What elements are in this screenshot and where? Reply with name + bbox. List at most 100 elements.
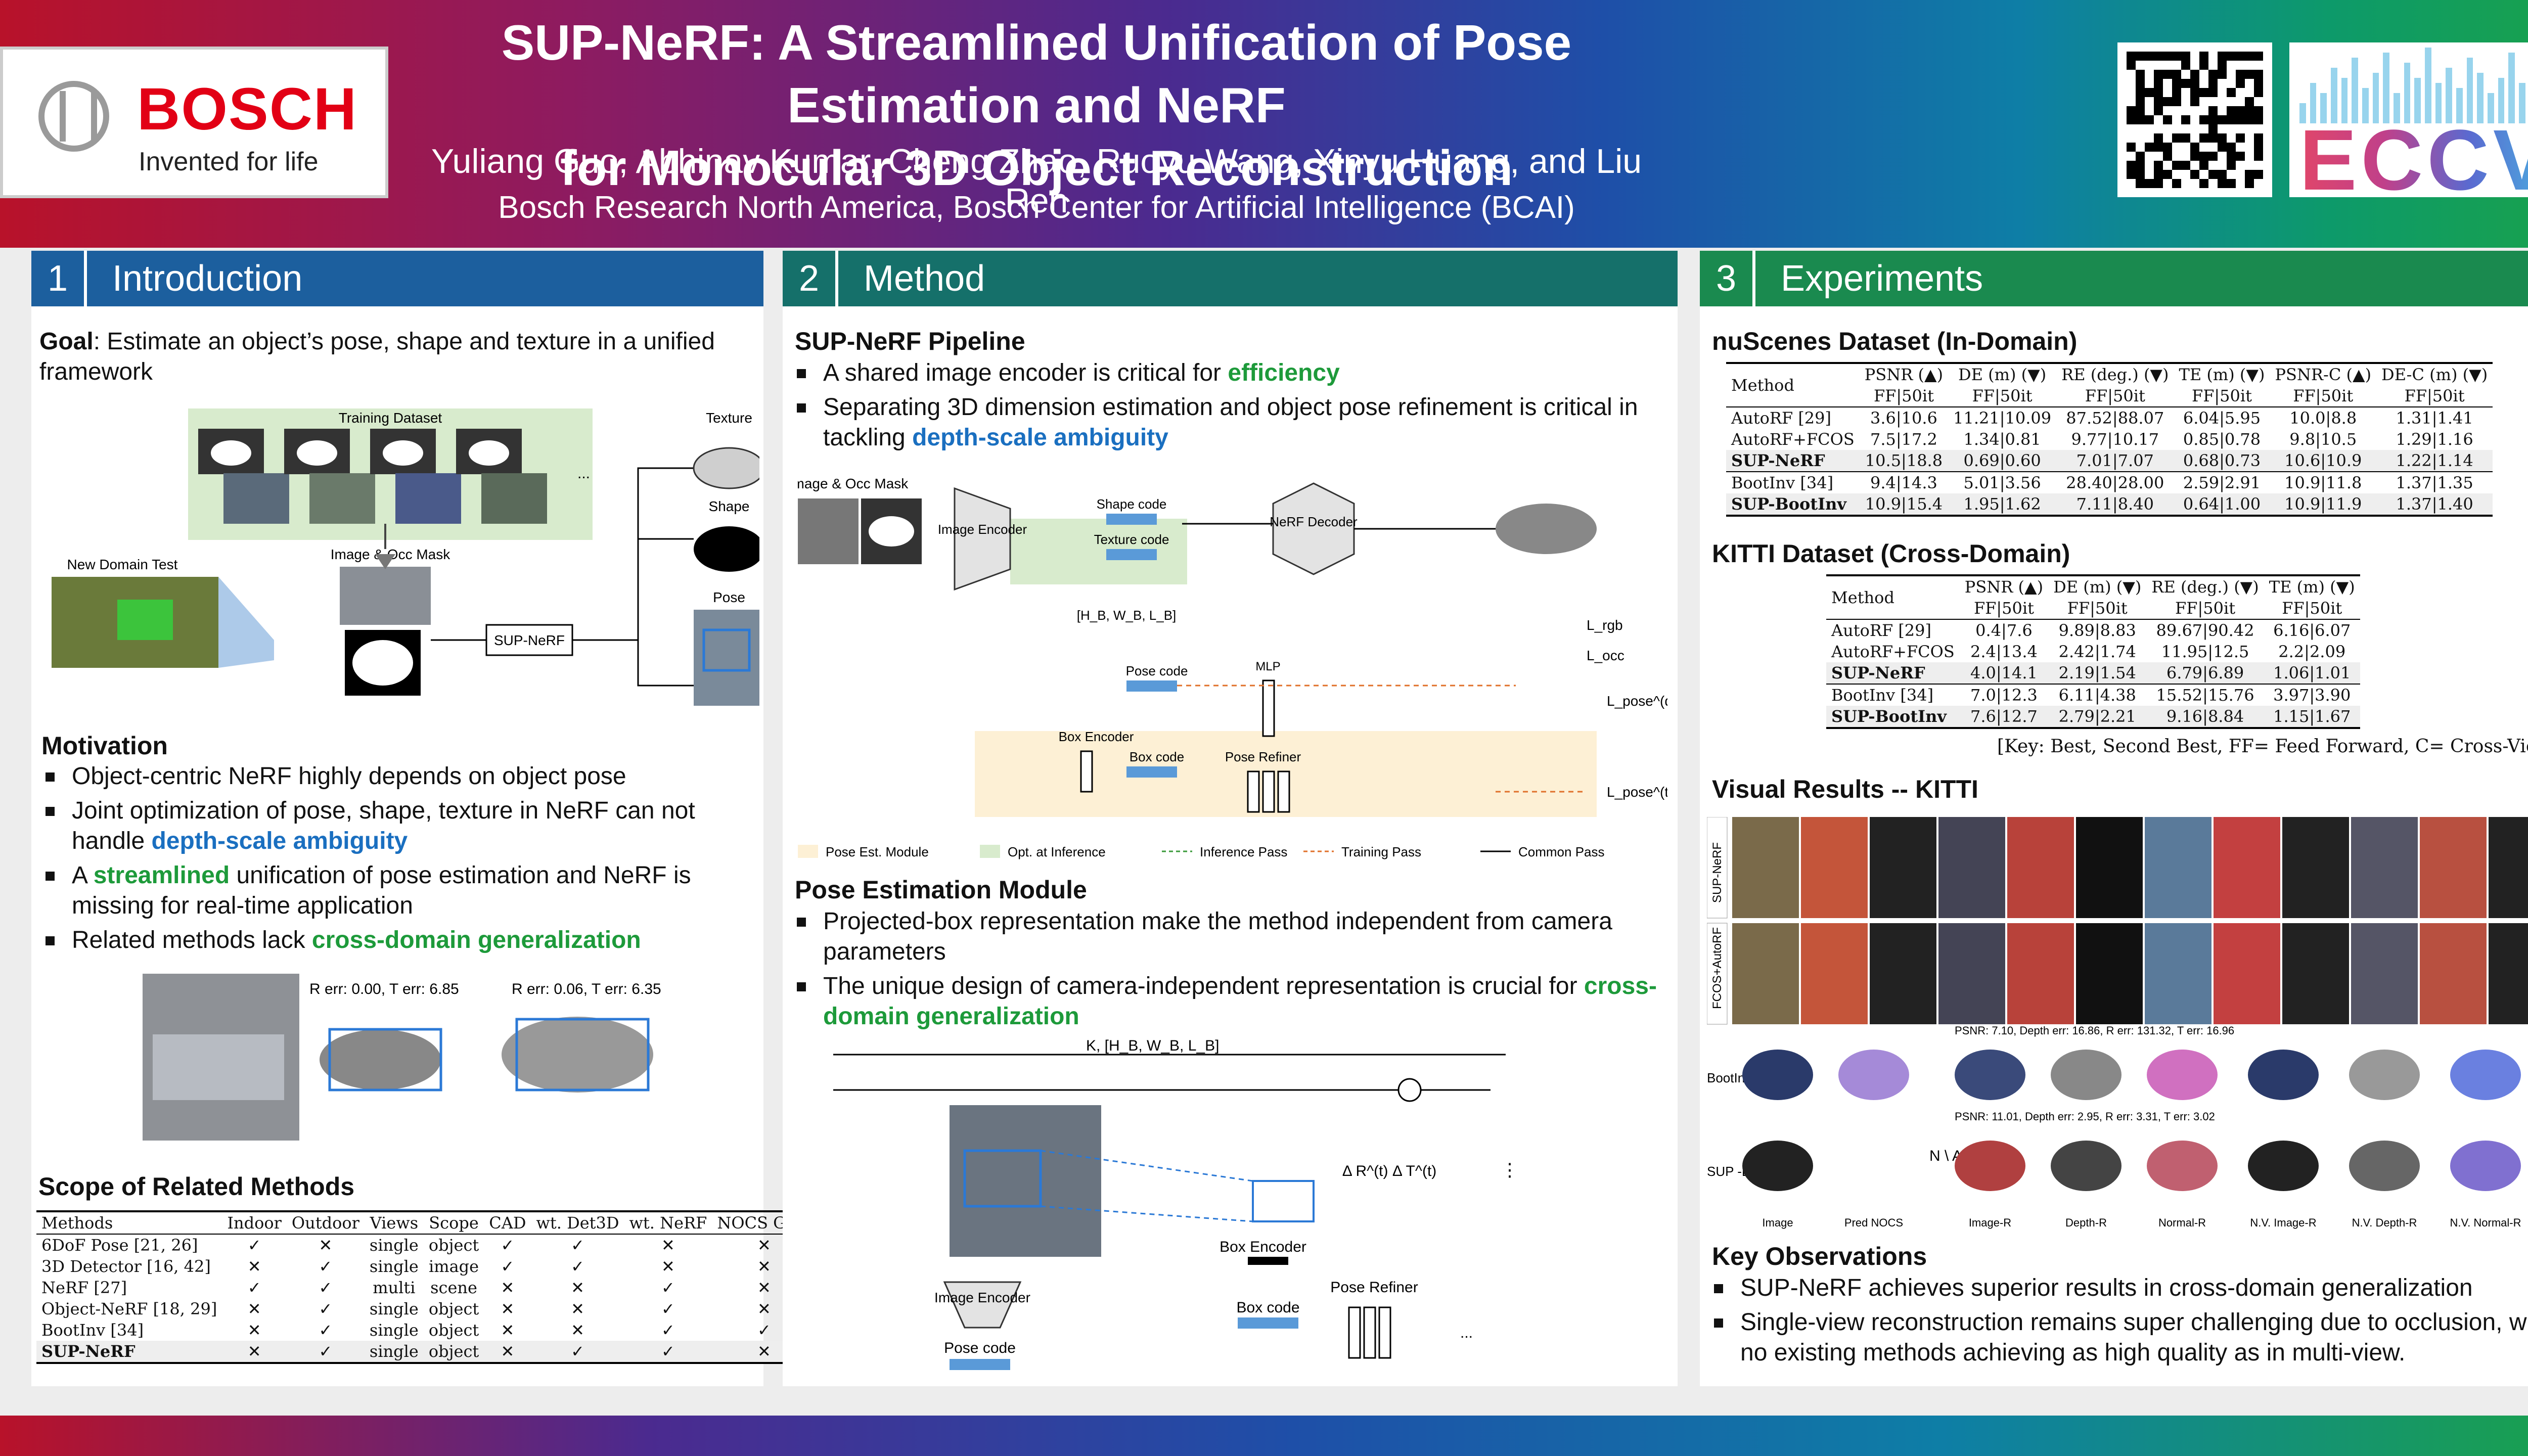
result-object bbox=[1955, 1141, 2025, 1191]
bullet-item: The unique design of camera-independent … bbox=[793, 971, 1673, 1032]
bullet-item: Separating 3D dimension estimation and o… bbox=[793, 392, 1673, 453]
scope-cell: ✕ bbox=[571, 1321, 584, 1340]
result-thumbnail bbox=[1870, 817, 1936, 918]
t-model-label: SUP-NeRF bbox=[494, 632, 565, 648]
scope-cell: object bbox=[428, 1299, 479, 1318]
subheader-cell: FF|50it bbox=[2056, 385, 2174, 407]
f1-imgocc-label: Image & Occ Mask bbox=[798, 476, 909, 491]
scope-header-cell: Indoor bbox=[222, 1210, 287, 1235]
header-cell: PSNR (▲) bbox=[1859, 362, 1949, 385]
brand-name: BOSCH bbox=[137, 76, 358, 143]
key-observations-heading: Key Observations bbox=[1712, 1242, 1927, 1270]
nuscenes-heading: nuScenes Dataset (In-Domain) bbox=[1712, 327, 2078, 355]
row-label: SUP-NeRF bbox=[1710, 842, 1724, 903]
header-cell: TE (m) (▼) bbox=[2264, 574, 2360, 598]
pipeline-list: A shared image encoder is critical for e… bbox=[793, 358, 1673, 457]
scope-cell: ✓ bbox=[757, 1321, 771, 1340]
subheader-cell: FF|50it bbox=[2174, 385, 2270, 407]
table-cell: 89.67|90.42 bbox=[2156, 621, 2254, 640]
result-thumbnail bbox=[2145, 923, 2211, 1024]
legend-label: Opt. at Inference bbox=[1008, 844, 1106, 859]
qr-code[interactable] bbox=[2117, 42, 2272, 197]
result-object bbox=[2450, 1050, 2521, 1100]
scope-cell: ✓ bbox=[661, 1299, 675, 1318]
table-cell: 2.2|2.09 bbox=[2278, 642, 2346, 661]
bullet-item: SUP-NeRF achieves superior results in cr… bbox=[1710, 1273, 2528, 1303]
t-texture-label: Texture bbox=[706, 410, 752, 426]
result-thumbnail bbox=[2420, 817, 2487, 918]
scope-cell: object bbox=[423, 1341, 484, 1364]
scope-cell: ✕ bbox=[247, 1299, 261, 1318]
table-cell: 28.40|28.00 bbox=[2056, 471, 2174, 493]
table-cell: 2.19|1.54 bbox=[2058, 663, 2136, 682]
table-cell: 10.9|11.9 bbox=[2270, 493, 2377, 517]
table-cell: SUP-NeRF bbox=[1731, 451, 1825, 470]
result-thumbnail bbox=[1870, 923, 1936, 1024]
scope-cell: NeRF [27] bbox=[41, 1278, 127, 1297]
scope-header-cell: Views bbox=[364, 1210, 424, 1235]
f2-dots-label: ⋮ bbox=[1501, 1159, 1519, 1180]
table-cell: 3.6|10.6 bbox=[1870, 408, 1937, 428]
metric-label: PSNR: 7.10, Depth err: 16.86, R err: 131… bbox=[1955, 1024, 2234, 1037]
f1-mlp-label: MLP bbox=[1255, 660, 1280, 673]
scope-cell: object bbox=[428, 1321, 479, 1340]
table-cell: 0.69|0.60 bbox=[1963, 451, 2041, 470]
scope-cell: 3D Detector [16, 42] bbox=[41, 1257, 211, 1276]
scope-cell: ✕ bbox=[484, 1341, 531, 1364]
legend-label: Pose Est. Module bbox=[826, 844, 929, 859]
f1-shape-label: Shape code bbox=[1097, 496, 1167, 512]
result-thumbnail bbox=[1938, 817, 2005, 918]
table-cell: SUP-BootInv bbox=[1826, 706, 1960, 729]
scope-header-cell: NOCS Gen. bbox=[712, 1210, 817, 1235]
header-cell: RE (deg.) (▼) bbox=[2146, 574, 2264, 598]
table-cell: 9.8|10.5 bbox=[2289, 430, 2357, 449]
column-label: Image bbox=[1762, 1216, 1793, 1229]
result-object bbox=[2051, 1141, 2121, 1191]
scope-cell: ✓ bbox=[247, 1278, 261, 1297]
result-thumbnail bbox=[2282, 923, 2349, 1024]
scope-cell: ✓ bbox=[286, 1341, 365, 1364]
bullet-item: Joint optimization of pose, shape, textu… bbox=[41, 796, 759, 856]
motivation-list: Object-centric NeRF highly depends on ob… bbox=[41, 761, 759, 960]
f2-boxenc-label: Box Encoder bbox=[1220, 1239, 1306, 1255]
table-cell: 4.0|14.1 bbox=[1970, 663, 2038, 682]
scope-cell: ✓ bbox=[501, 1236, 515, 1255]
f1-refiner-label: Pose Refiner bbox=[1225, 749, 1301, 764]
motivation-heading: Motivation bbox=[41, 732, 168, 760]
result-thumbnail bbox=[2076, 817, 2143, 918]
metric-label: PSNR: 11.01, Depth err: 2.95, R err: 3.3… bbox=[1955, 1110, 2215, 1123]
affiliation: Bosch Research North America, Bosch Cent… bbox=[498, 190, 1575, 225]
scope-cell: single bbox=[369, 1257, 419, 1276]
kitti-heading: KITTI Dataset (Cross-Domain) bbox=[1712, 539, 2070, 568]
result-thumbnail bbox=[2489, 923, 2528, 1024]
table-cell: 87.52|88.07 bbox=[2066, 408, 2164, 428]
table-cell: SUP-BootInv bbox=[1726, 493, 1860, 517]
result-object bbox=[2349, 1050, 2420, 1100]
table-cell: 0.4|7.6 bbox=[1975, 621, 2033, 640]
table-cell: 15.52|15.76 bbox=[2146, 684, 2264, 706]
table-cell: 2.4|13.4 bbox=[1970, 642, 2038, 661]
visual-heading: Visual Results -- KITTI bbox=[1712, 775, 1978, 803]
subheader-cell: FF|50it bbox=[2048, 598, 2147, 620]
header-banner bbox=[0, 0, 2528, 248]
scope-cell: ✕ bbox=[757, 1299, 771, 1318]
scope-cell: 6DoF Pose [21, 26] bbox=[41, 1236, 198, 1255]
scope-cell: ✓ bbox=[247, 1236, 261, 1255]
goal-text: Goal: Estimate an object’s pose, shape a… bbox=[39, 328, 715, 385]
scope-cell: ✕ bbox=[571, 1278, 584, 1297]
table-cell: 5.01|3.56 bbox=[1948, 471, 2057, 493]
subheader-cell: FF|50it bbox=[1948, 385, 2057, 407]
scope-header-cell: Scope bbox=[423, 1210, 484, 1235]
intro-figure: Training Dataset ... New Domain Test Ima… bbox=[52, 408, 759, 706]
subheader-cell: FF|50it bbox=[2146, 598, 2264, 620]
scope-cell: single bbox=[369, 1321, 419, 1340]
result-object bbox=[2248, 1050, 2319, 1100]
table-cell: AutoRF [29] bbox=[1731, 408, 1831, 428]
result-object bbox=[2051, 1050, 2121, 1100]
